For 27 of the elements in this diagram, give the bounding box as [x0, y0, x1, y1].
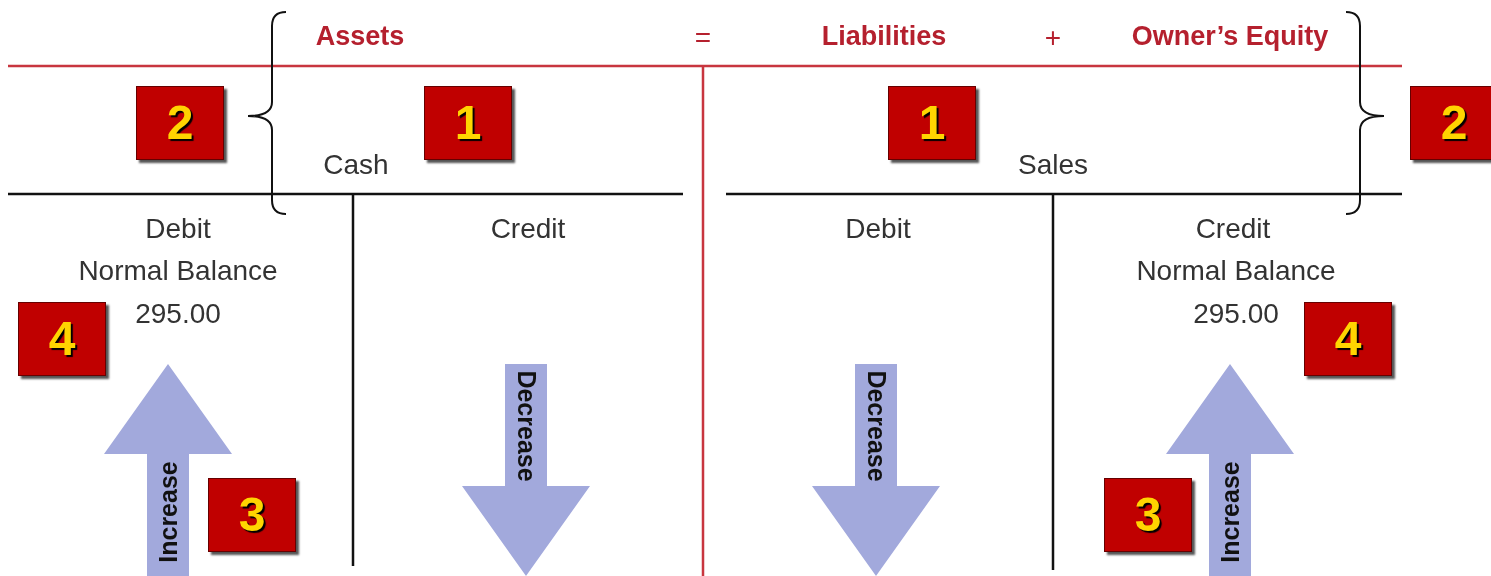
callout-number: 3 [1104, 478, 1192, 552]
arrow-label: Increase [153, 461, 183, 563]
column-heading: Credit [490, 213, 566, 245]
amount: 295.00 [1193, 298, 1279, 330]
account-name: Cash [323, 149, 389, 181]
balance-note: Normal Balance [1136, 255, 1336, 287]
callout-number: 4 [1304, 302, 1392, 376]
callout-number: 3 [208, 478, 296, 552]
column-heading: Debit [145, 213, 211, 245]
equation-term: Liabilities [821, 20, 947, 52]
callout-number: 1 [888, 86, 976, 160]
amount: 295.00 [135, 298, 221, 330]
equation-term: Assets [315, 20, 405, 52]
account-name: Sales [1018, 149, 1088, 181]
balance-note: Normal Balance [78, 255, 278, 287]
plus-sign: + [1044, 22, 1062, 54]
equals-sign: = [694, 22, 712, 54]
callout-number: 2 [1410, 86, 1491, 160]
arrow-label: Decrease [861, 370, 891, 482]
callout-number: 1 [424, 86, 512, 160]
arrow-label: Increase [1215, 461, 1245, 563]
equation-term: Owner’s Equity [1131, 20, 1329, 52]
callout-number: 2 [136, 86, 224, 160]
column-heading: Credit [1195, 213, 1271, 245]
arrow-label: Decrease [511, 370, 541, 482]
callout-number: 4 [18, 302, 106, 376]
column-heading: Debit [845, 213, 911, 245]
